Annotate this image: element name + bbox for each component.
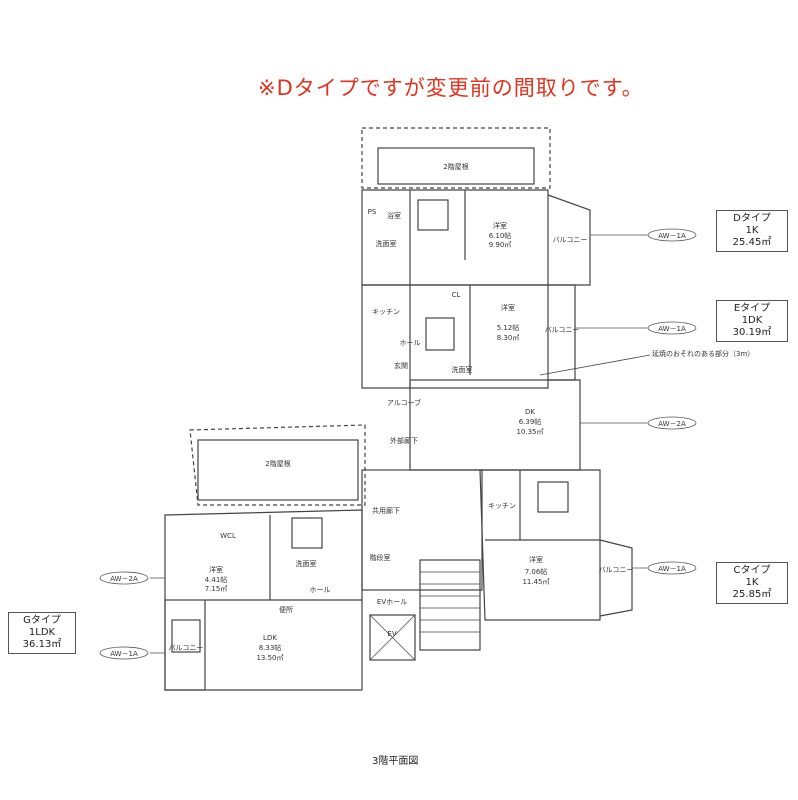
label-g-western-m2: 7.15㎡	[205, 585, 228, 593]
label-dk-m2: 10.35㎡	[516, 428, 543, 436]
unit-dk-outline	[409, 379, 581, 471]
label-outer-corridor: 外部廊下	[390, 436, 418, 445]
type-d-area: 25.45㎡	[732, 237, 772, 248]
type-box-e: Eタイプ 1DK 30.19㎡	[716, 300, 788, 342]
label-roof-top: 2階屋根	[443, 162, 468, 171]
label-common-corridor: 共用廊下	[372, 506, 400, 515]
label-g-ldk-area: 8.33帖	[259, 643, 282, 652]
label-elevator: EV	[387, 630, 396, 638]
stairs	[419, 559, 481, 651]
type-d-name: Dタイプ	[733, 213, 771, 224]
roof-left	[189, 424, 366, 506]
label-d-western-area: 6.10帖	[489, 231, 512, 240]
label-g-washroom: 洗面室	[296, 559, 317, 568]
type-e-layout: 1DK	[741, 315, 763, 326]
type-g-layout: 1LDK	[28, 627, 56, 638]
type-c-name: Cタイプ	[733, 565, 771, 576]
label-g-toilet: 便所	[279, 605, 293, 614]
type-box-g: Gタイプ 1LDK 36.13㎡	[8, 612, 76, 654]
label-g-western: 洋室	[209, 565, 223, 574]
label-dk: DK	[525, 408, 535, 416]
window-tag-g-lower: AW－1A	[110, 650, 138, 658]
type-g-name: Gタイプ	[23, 615, 61, 626]
label-e-western: 洋室	[501, 303, 515, 312]
label-stairs-hall: 階段室	[370, 553, 391, 562]
label-c-kitchen: キッチン	[488, 502, 516, 510]
type-e-area: 30.19㎡	[732, 327, 772, 338]
label-balcony-g: バルコニー	[169, 644, 204, 652]
label-balcony-e: バルコニー	[545, 326, 580, 334]
label-e-western-m2: 8.30㎡	[497, 334, 520, 342]
label-d-western: 洋室	[493, 221, 507, 230]
label-g-ldk: LDK	[263, 634, 277, 642]
window-tag-d: AW－1A	[658, 232, 686, 240]
label-c-western-m2: 11.45㎡	[522, 578, 549, 586]
window-tag-c: AW－1A	[658, 565, 686, 573]
type-e-name: Eタイプ	[733, 303, 771, 314]
type-d-layout: 1K	[745, 225, 759, 236]
window-tag-g-upper: AW－2A	[110, 575, 138, 583]
type-c-layout: 1K	[745, 577, 759, 588]
label-e-western-area: 5.12帖	[497, 323, 520, 332]
window-tag-dk: AW－2A	[658, 420, 686, 428]
label-c-western-area: 7.06帖	[525, 567, 548, 576]
label-balcony-d: バルコニー	[553, 236, 588, 244]
label-roof-left: 2階屋根	[265, 459, 290, 468]
label-ev-hall: EVホール	[377, 598, 407, 606]
label-ps: PS	[368, 208, 377, 216]
label-e-entrance: 玄関	[394, 361, 408, 370]
label-e-kitchen: キッチン	[372, 308, 400, 316]
type-g-area: 36.13㎡	[22, 639, 62, 650]
label-d-bath: 浴室	[387, 211, 401, 220]
label-dk-area: 6.39帖	[519, 417, 542, 426]
roof-top	[361, 127, 551, 189]
notice-banner: ※Dタイプですが変更前の間取りです。	[258, 76, 644, 100]
type-box-c: Cタイプ 1K 25.85㎡	[716, 562, 788, 604]
unit-d-outline	[361, 189, 549, 286]
label-wcl: WCL	[220, 532, 236, 540]
label-alcove: アルコーブ	[387, 398, 421, 407]
label-g-ldk-m2: 13.50㎡	[256, 654, 283, 662]
label-g-western-area: 4.41帖	[205, 575, 228, 584]
fire-spread-note: 延焼のおそれのある部分（3m）	[652, 349, 754, 358]
label-d-western-m2: 9.90㎡	[489, 241, 512, 249]
label-balcony-c: バルコニー	[599, 566, 634, 574]
label-g-hall: ホール	[310, 586, 331, 594]
label-e-hall: ホール	[400, 339, 421, 347]
label-cl: CL	[452, 291, 461, 299]
type-box-d: Dタイプ 1K 25.45㎡	[716, 210, 788, 252]
floor-plan-caption: 3階平面図	[372, 756, 419, 767]
label-e-washroom: 洗面室	[452, 365, 473, 374]
window-tag-e: AW－1A	[658, 325, 686, 333]
type-c-area: 25.85㎡	[732, 589, 772, 600]
label-c-western: 洋室	[529, 555, 543, 564]
unit-e-outline	[361, 284, 549, 389]
label-d-washroom: 洗面室	[376, 239, 397, 248]
unit-c-outline	[479, 469, 601, 621]
elevator-box	[369, 614, 416, 661]
